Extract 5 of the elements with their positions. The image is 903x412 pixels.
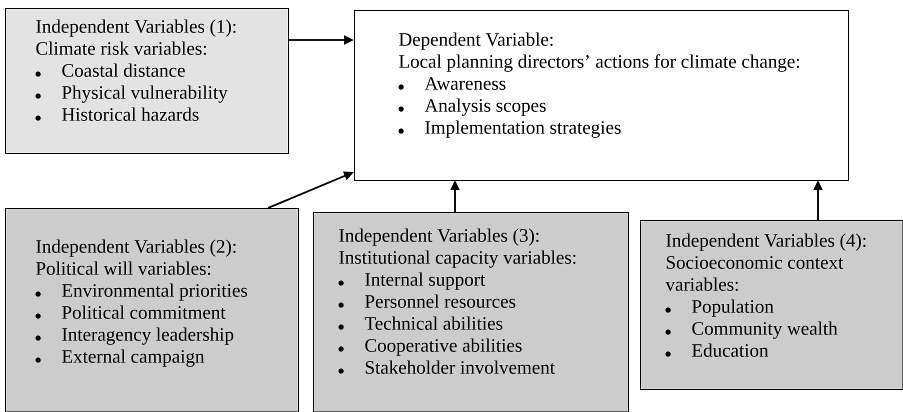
variable-box: Independent Variables (2): Political will variables: Environmental priorities Political commitment Interagency leadership External campaign — [5, 208, 299, 412]
variable-box: Independent Variables (4): Socioeconomic context variables: Population Community wealth Education — [640, 220, 903, 390]
variable-box: Dependent Variable: Local planning directors’ actions for climate change: Awareness Analysis scopes Implementation strategies — [354, 10, 849, 181]
variable-box: Independent Variables (1): Climate risk variables: Coastal distance Physical vulnerability Historical hazards — [5, 8, 289, 154]
variable-box: Independent Variables (3): Institutional capacity variables: Internal support Personnel resources Technical abilities Cooperative abilities Stakeholder involvement — [313, 212, 629, 412]
